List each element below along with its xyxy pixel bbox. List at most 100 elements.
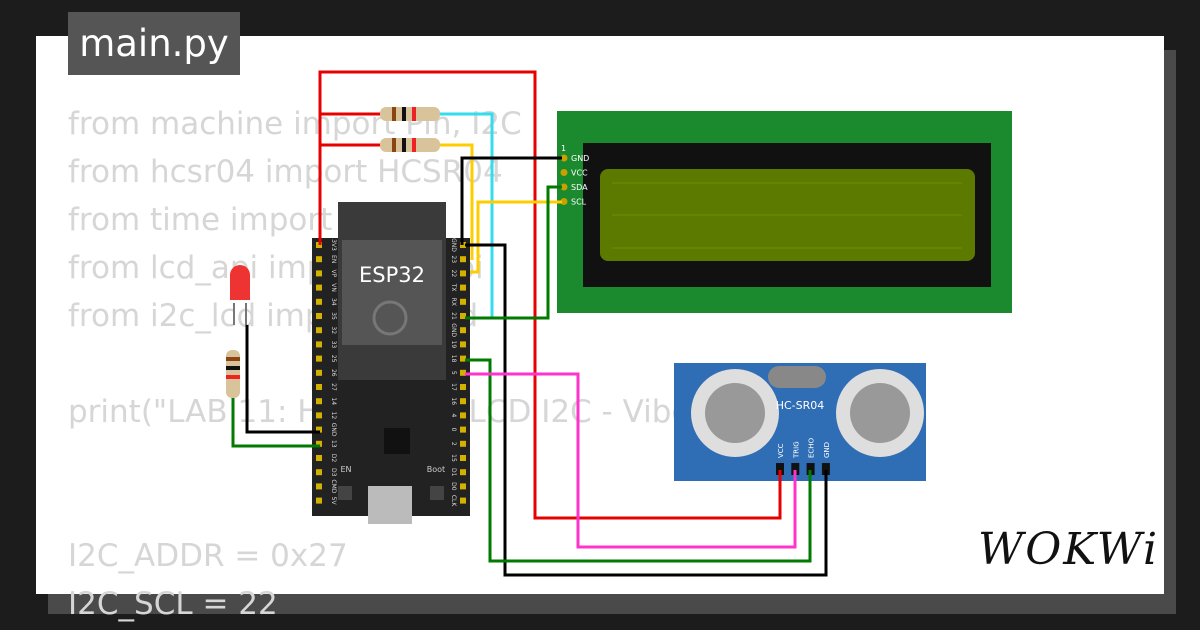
esp32-pin[interactable] (460, 313, 466, 319)
esp32-pin-label: 19 (450, 341, 457, 349)
wire-cyan-scl-pu (440, 112, 494, 318)
esp32-pin[interactable] (460, 384, 466, 390)
esp32-pin-label: 32 (330, 326, 337, 334)
esp32-pin[interactable] (316, 440, 322, 447)
esp32-pin-label: 17 (450, 383, 457, 391)
code-line: I2C_SCL = 22 (68, 586, 278, 622)
esp32-pin[interactable] (316, 384, 322, 390)
esp32-pin[interactable] (460, 256, 466, 263)
esp32-pin[interactable] (316, 412, 322, 419)
boot-button[interactable] (430, 486, 444, 500)
resistor-pullup-2[interactable] (380, 138, 440, 152)
esp32-pin[interactable] (316, 455, 322, 461)
usb-chip (384, 428, 410, 454)
lcd-pin-label: VCC (571, 169, 588, 178)
esp32-pin-label: GND (450, 238, 457, 252)
esp32-pin-label: CLK (450, 495, 457, 508)
esp32-pin[interactable] (316, 327, 322, 334)
esp32-pin[interactable] (316, 341, 322, 348)
wire-yellow-pu (440, 143, 474, 260)
lcd-pin[interactable] (560, 198, 568, 205)
esp32-pin[interactable] (316, 483, 322, 490)
esp32-label: ESP32 (359, 263, 425, 287)
esp32-pin[interactable] (316, 426, 322, 433)
hcsr04-pin[interactable] (821, 463, 830, 475)
esp32-pin[interactable] (460, 355, 466, 362)
esp32-pin-label: 16 (450, 397, 457, 405)
esp32-pin[interactable] (460, 497, 466, 504)
lcd-char-grid (612, 182, 962, 249)
esp32-pin-label: EN (330, 255, 337, 263)
esp32-pin[interactable] (460, 426, 466, 433)
resistor-pullup-1[interactable] (380, 107, 440, 121)
esp32-pin[interactable] (460, 270, 466, 277)
transducer-right-mesh (850, 383, 910, 443)
esp32-pin[interactable] (316, 284, 322, 291)
wire-green-sda (465, 185, 562, 320)
esp32-pin[interactable] (316, 270, 322, 277)
esp32-pin-label: 12 (330, 412, 337, 420)
hcsr04-pin[interactable] (776, 463, 784, 475)
en-button[interactable] (338, 486, 352, 500)
esp32-pin-label: 35 (330, 312, 337, 320)
lcd-pin-label: SCL (571, 198, 587, 207)
esp32-board[interactable]: ESP32 EN Boot 3V3ENVPVN34353233252627141… (312, 202, 470, 524)
esp32-pin[interactable] (460, 455, 466, 461)
lcd-pin[interactable] (560, 183, 568, 191)
esp32-pin-label: RX (450, 298, 457, 306)
esp32-pin-label: D2 (330, 454, 337, 463)
hcsr04-pin-label: VCC (777, 443, 785, 458)
esp32-pin-label: 5 (450, 371, 457, 375)
wires[interactable] (231, 70, 828, 577)
lcd-pin[interactable] (560, 154, 568, 162)
esp32-pin[interactable] (316, 355, 322, 362)
esp32-pin[interactable] (460, 398, 466, 405)
boot-label: Boot (427, 465, 445, 474)
wire-magenta-trig (465, 372, 797, 549)
esp32-pin-label: 34 (330, 298, 337, 306)
esp32-pin[interactable] (316, 369, 322, 376)
esp32-pin-label: 2 (450, 442, 457, 446)
esp32-pin[interactable] (316, 313, 322, 319)
resistor-body (226, 350, 240, 398)
hcsr04-pin[interactable] (791, 463, 800, 475)
led[interactable] (230, 265, 250, 325)
esp32-pin[interactable] (316, 469, 322, 476)
esp32-pin[interactable] (460, 412, 466, 419)
esp32-pin[interactable] (316, 256, 322, 263)
esp32-pin[interactable] (460, 341, 466, 348)
esp32-pin[interactable] (460, 298, 466, 305)
esp32-pin-label: GND (450, 323, 457, 337)
esp32-pin[interactable] (460, 469, 466, 476)
esp32-pin[interactable] (316, 298, 322, 305)
espressif-logo-icon (372, 300, 408, 336)
lcd-pin[interactable] (560, 169, 568, 176)
esp32-pin-label: CMD (330, 479, 337, 493)
esp32-pin[interactable] (316, 497, 322, 504)
esp32-pin-label: D3 (330, 468, 337, 477)
esp32-pin-label: 33 (330, 341, 337, 349)
esp32-pin-label: 3V3 (330, 239, 337, 251)
code-line: I2C_ADDR = 0x27 (68, 538, 348, 574)
esp32-pin-label: D1 (450, 468, 457, 477)
resistor-led[interactable] (226, 350, 240, 398)
esp32-pin-label: 21 (450, 312, 457, 320)
esp32-pin[interactable] (460, 284, 466, 291)
hcsr04-pin-label: ECHO (808, 437, 816, 458)
esp32-pin[interactable] (460, 440, 466, 447)
esp32-pin-label: 25 (330, 355, 337, 363)
hcsr04-pin[interactable] (806, 463, 815, 475)
esp32-pin[interactable] (316, 398, 322, 405)
esp32-pin[interactable] (460, 369, 466, 376)
file-tab[interactable]: main.py (68, 12, 240, 75)
esp32-pin[interactable] (460, 483, 466, 490)
lcd-pin-label: GND (571, 154, 589, 163)
code-line: from hcsr04 import HCSR04 (68, 154, 503, 190)
esp32-pin[interactable] (460, 327, 466, 334)
wire-yellow-sda (470, 200, 562, 274)
esp32-pin-label: 15 (450, 454, 457, 462)
